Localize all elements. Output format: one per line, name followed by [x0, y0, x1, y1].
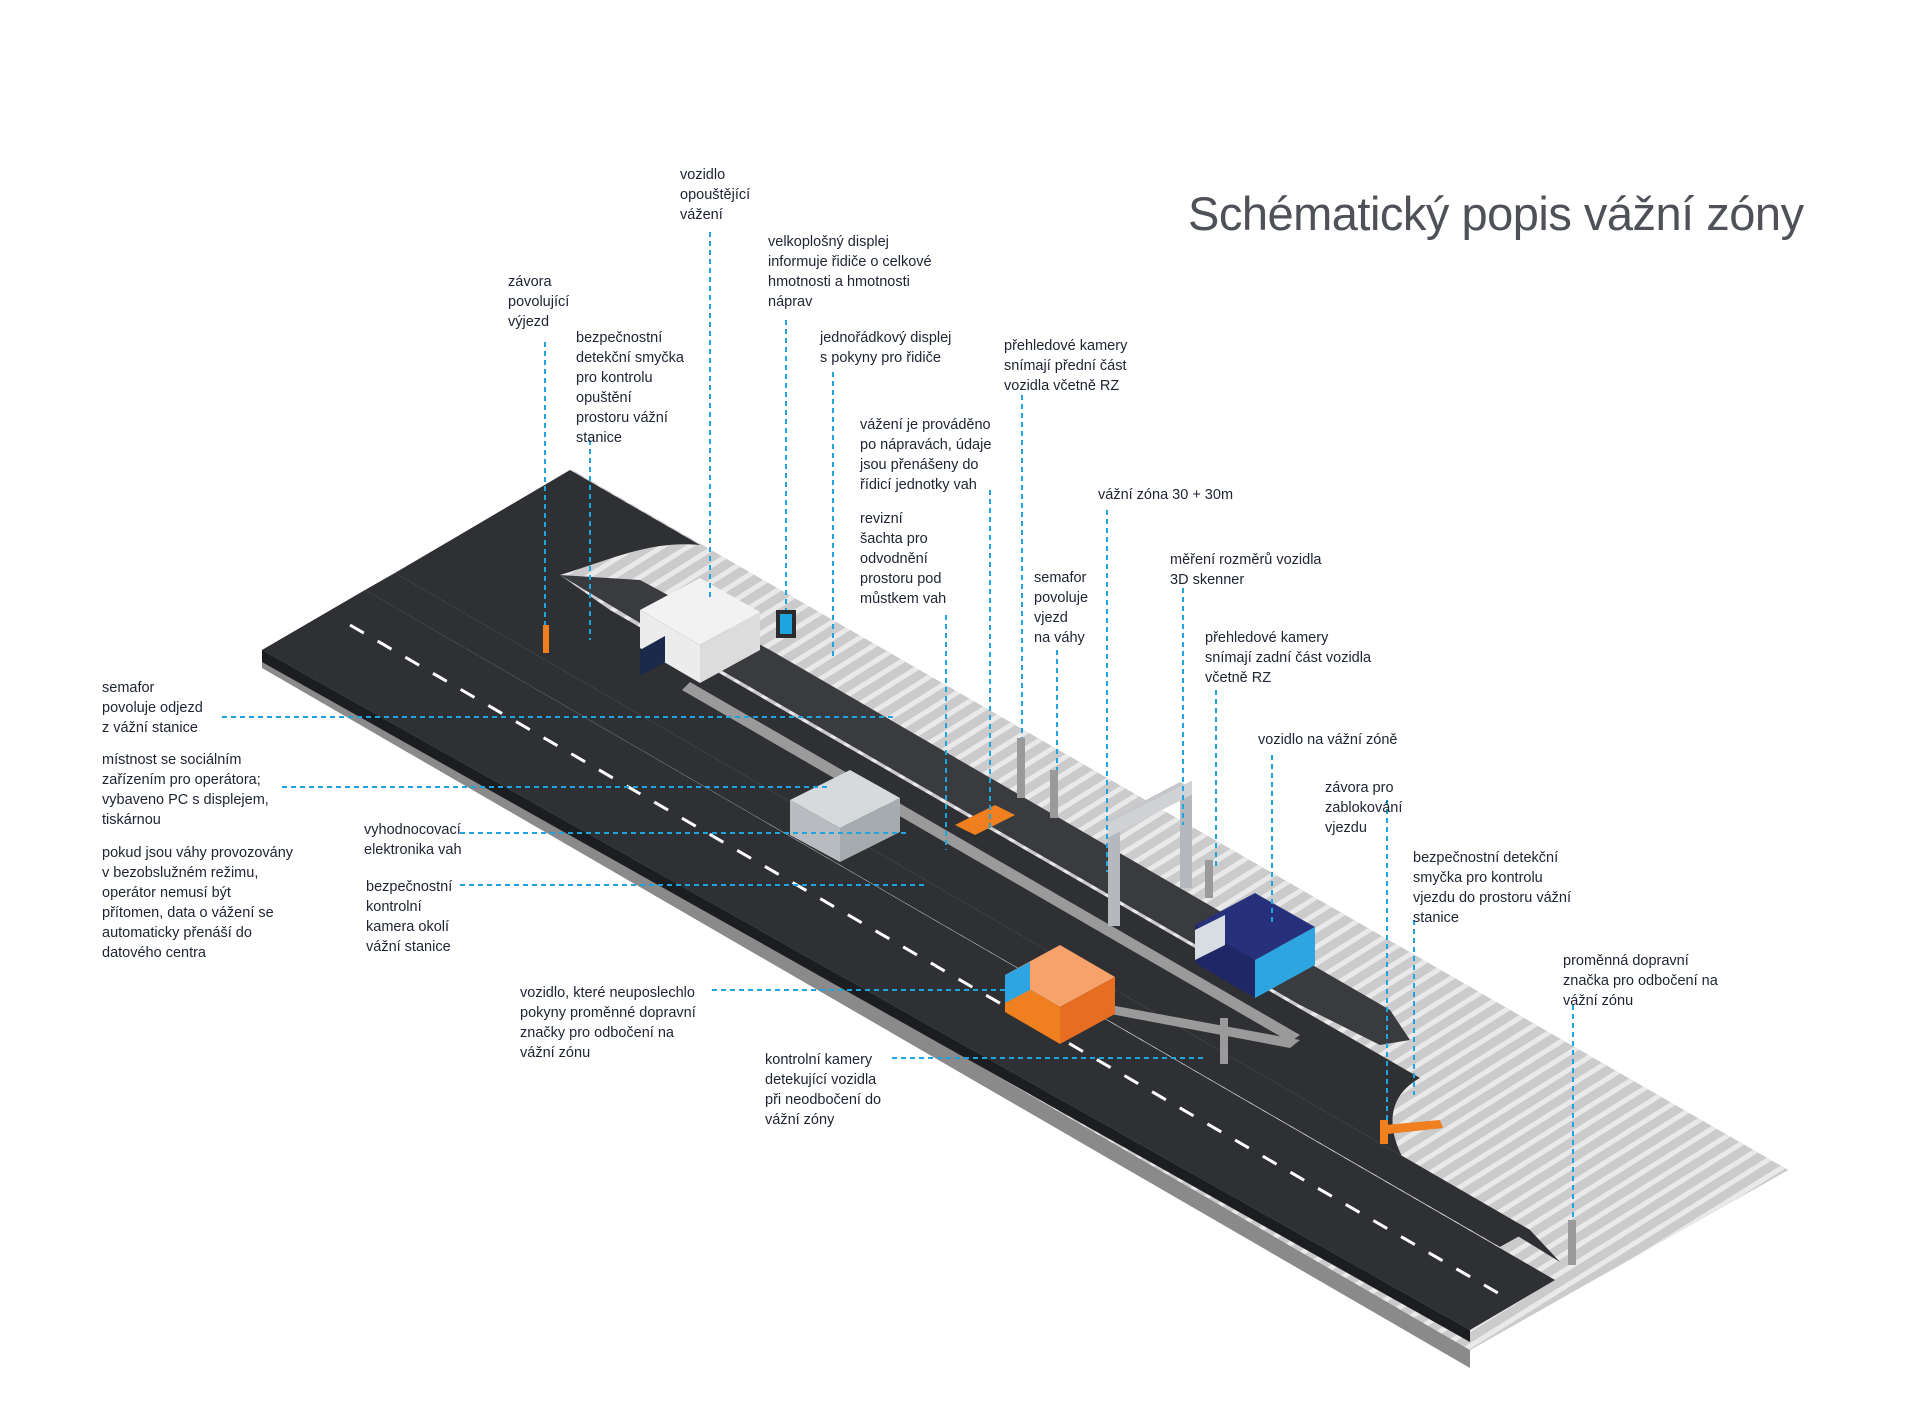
main-road	[262, 590, 1555, 1342]
label-variable-sign: proměnná dopravní značka pro odbočení na…	[1563, 953, 1718, 1009]
label-operator-room: místnost se sociálním zařízením pro oper…	[102, 752, 269, 828]
label-entry-barrier: závora pro zablokování vjezdu	[1325, 780, 1403, 836]
label-vehicle-on-zone: vozidlo na vážní zóně	[1258, 732, 1398, 748]
truck-on-scale	[1195, 893, 1315, 998]
label-weighing-zone: vážní zóna 30 + 30m	[1098, 487, 1234, 503]
callout-lines	[222, 232, 1574, 1230]
label-vehicle-ignored: vozidlo, které neuposlechlo pokyny promě…	[520, 985, 696, 1061]
scale-plates	[955, 805, 1443, 1134]
equipment	[543, 610, 1576, 1265]
label-exit-loop: bezpečnostní detekční smyčka pro kontrol…	[576, 330, 684, 446]
label-axle-weighing: vážení je prováděno po nápravách, údaje …	[860, 417, 992, 493]
page-title: Schématický popis vážní zóny	[1188, 187, 1804, 240]
label-entry-loop: bezpečnostní detekční smyčka pro kontrol…	[1413, 850, 1571, 926]
label-dimension-scan: měření rozměrů vozidla 3D skenner	[1170, 552, 1322, 588]
label-exit-semaphore: semafor povoluje odjezd z vážní stanice	[102, 680, 203, 736]
label-control-cameras: kontrolní kamery detekující vozidla při …	[765, 1052, 882, 1128]
label-vehicle-leaving: vozidlo opouštějící vážení	[680, 167, 751, 223]
label-inspection-shaft: revizní šachta pro odvodnění prostoru po…	[860, 511, 947, 607]
label-exit-barrier: závora povolující výjezd	[508, 274, 570, 330]
label-large-display: velkoplošný displej informuje řidiče o c…	[768, 234, 932, 310]
label-line-display: jednořádkový displej s pokyny pro řidiče	[820, 330, 952, 366]
label-front-cameras: přehledové kamery snímají přední část vo…	[1004, 338, 1128, 394]
label-scale-electronics: vyhodnocovací elektronika vah	[364, 822, 462, 858]
label-entry-semaphore: semafor povoluje vjezd na váhy	[1034, 570, 1089, 646]
label-unattended-mode: pokud jsou váhy provozovány v bezobslužn…	[102, 845, 294, 961]
truck-leaving	[640, 578, 760, 683]
operator-building	[790, 770, 900, 862]
label-rear-cameras: přehledové kamery snímají zadní část voz…	[1205, 630, 1372, 686]
truck-bypass	[1005, 945, 1115, 1044]
label-surround-camera: bezpečnostní kontrolní kamera okolí vážn…	[366, 879, 453, 955]
